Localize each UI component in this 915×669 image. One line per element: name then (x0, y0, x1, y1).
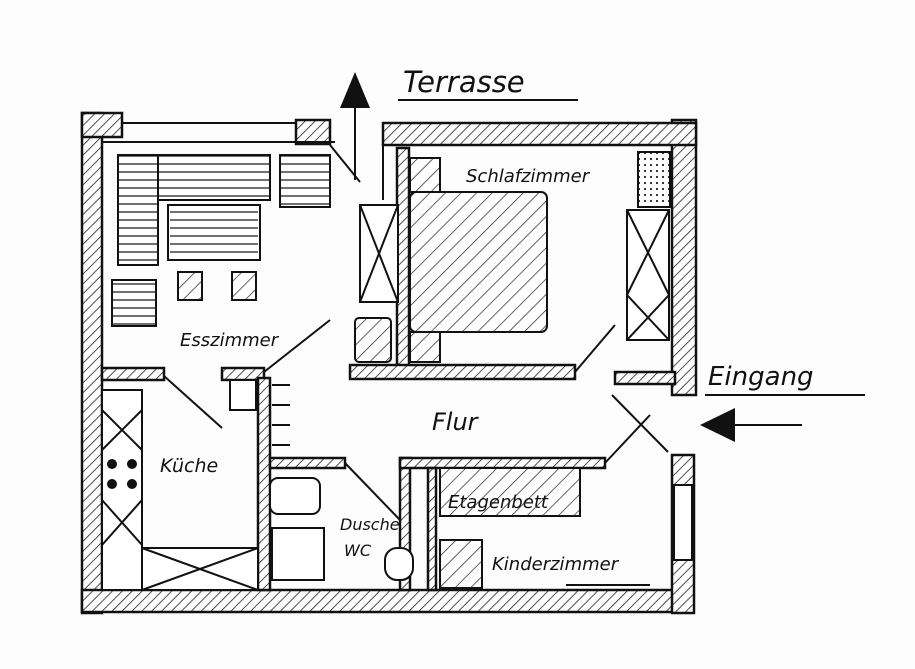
window-entry (673, 484, 693, 561)
kids-wall-top (398, 456, 607, 470)
chair (231, 271, 257, 301)
sink (269, 477, 321, 515)
plant (637, 151, 671, 208)
terrace-arrow-icon (340, 72, 370, 108)
label-kitchen: Küche (160, 455, 218, 477)
label-hall: Flur (432, 408, 480, 436)
shower-tray (271, 527, 325, 581)
label-shower: Dusche (340, 515, 400, 534)
label-bedroom: Schlafzimmer (466, 166, 591, 187)
dining-table-top (170, 207, 258, 258)
entrance-arrow-icon (700, 408, 735, 442)
corner-sofa-side (117, 154, 159, 266)
armchair (354, 317, 392, 363)
label-bunkbed: Etagenbett (448, 492, 549, 513)
bunk-bed (439, 467, 581, 517)
stove-icon (107, 459, 137, 489)
kids-desk (439, 539, 483, 589)
wardrobe-hall (272, 384, 290, 446)
nightstand (409, 157, 441, 193)
kitchen-counter (101, 389, 143, 591)
wardrobe-bedroom (626, 209, 670, 341)
label-dining: Esszimmer (180, 330, 280, 351)
fridge (229, 379, 257, 411)
chair (177, 271, 203, 301)
sideboard (111, 279, 157, 327)
label-childroom: Kinderzimmer (492, 554, 620, 575)
armchair-dining (279, 154, 331, 208)
kids-wall-left (426, 466, 438, 592)
bath-wall-top (268, 456, 347, 470)
kitchen-wall-right (256, 376, 272, 592)
bedroom-wall-right (613, 370, 677, 386)
label-wc: WC (344, 541, 372, 560)
toilet (384, 547, 414, 581)
double-bed (409, 191, 548, 333)
nightstand (409, 331, 441, 363)
kitchen-wall-top (100, 366, 166, 382)
label-terrace: Terrasse (403, 65, 525, 99)
label-entrance: Eingang (708, 362, 814, 392)
bedroom-wall (348, 363, 577, 381)
